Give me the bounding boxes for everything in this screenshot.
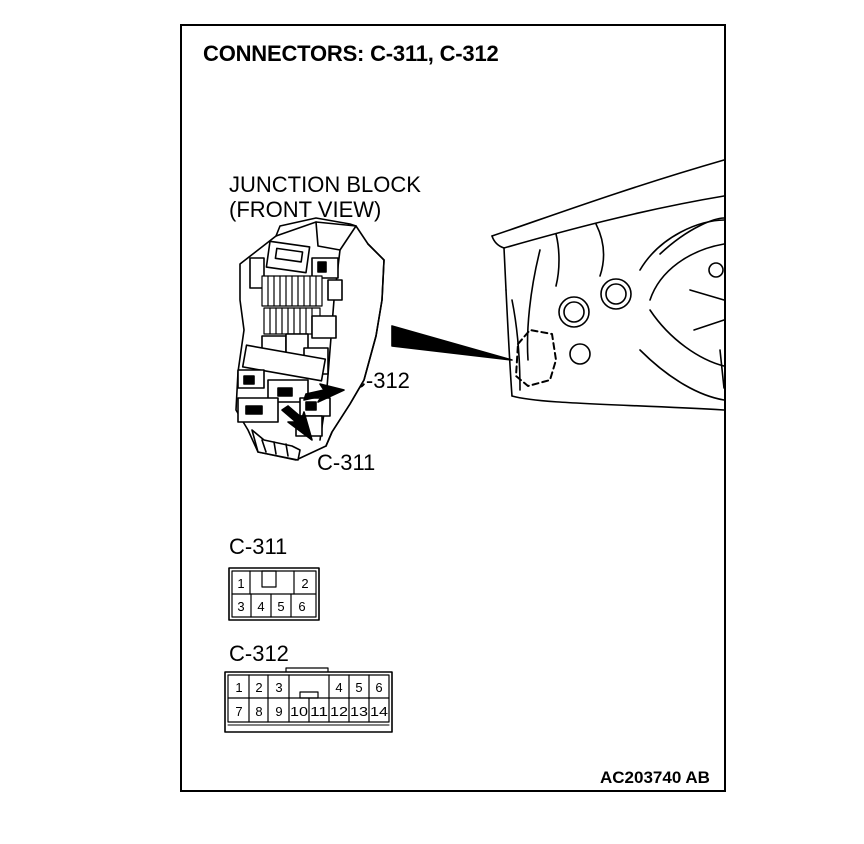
connector-c311-face bbox=[228, 567, 320, 621]
c311-pin: 3 bbox=[237, 599, 244, 614]
c312-pin: 11 bbox=[310, 704, 328, 719]
c312-pin: 9 bbox=[275, 704, 282, 719]
c312-pin: 5 bbox=[355, 680, 362, 695]
connector-c312-label: C-312 bbox=[229, 641, 289, 666]
c312-pin: 13 bbox=[350, 704, 368, 719]
c311-pin: 4 bbox=[257, 599, 264, 614]
c311-pin: 1 bbox=[237, 576, 244, 591]
c312-pin: 12 bbox=[330, 704, 348, 719]
c311-pin: 2 bbox=[301, 576, 308, 591]
junction-block-view-label: (FRONT VIEW) bbox=[229, 197, 382, 222]
figure-id: AC203740 AB bbox=[600, 768, 710, 787]
c311-pin: 6 bbox=[298, 599, 305, 614]
c312-pin: 6 bbox=[375, 680, 382, 695]
c312-pin: 14 bbox=[370, 704, 388, 719]
c312-pin: 1 bbox=[235, 680, 242, 695]
junction-block-label: JUNCTION BLOCK bbox=[229, 172, 421, 197]
connector-c312-face bbox=[224, 667, 393, 733]
c312-pin: 8 bbox=[255, 704, 262, 719]
page-title: CONNECTORS: C-311, C-312 bbox=[203, 41, 499, 66]
pointer-wedge bbox=[391, 325, 513, 361]
junction-block-illustration bbox=[235, 217, 385, 461]
c312-pin: 4 bbox=[335, 680, 342, 695]
c311-pin: 5 bbox=[277, 599, 284, 614]
connector-c311-label: C-311 bbox=[229, 534, 288, 559]
c312-pin: 7 bbox=[235, 704, 242, 719]
callout-c311: C-311 bbox=[317, 450, 376, 475]
c312-pin: 10 bbox=[290, 704, 308, 719]
c312-pin: 2 bbox=[255, 680, 262, 695]
diagram-frame bbox=[180, 24, 726, 792]
dashboard-illustration bbox=[491, 159, 725, 411]
c312-pin: 3 bbox=[275, 680, 282, 695]
